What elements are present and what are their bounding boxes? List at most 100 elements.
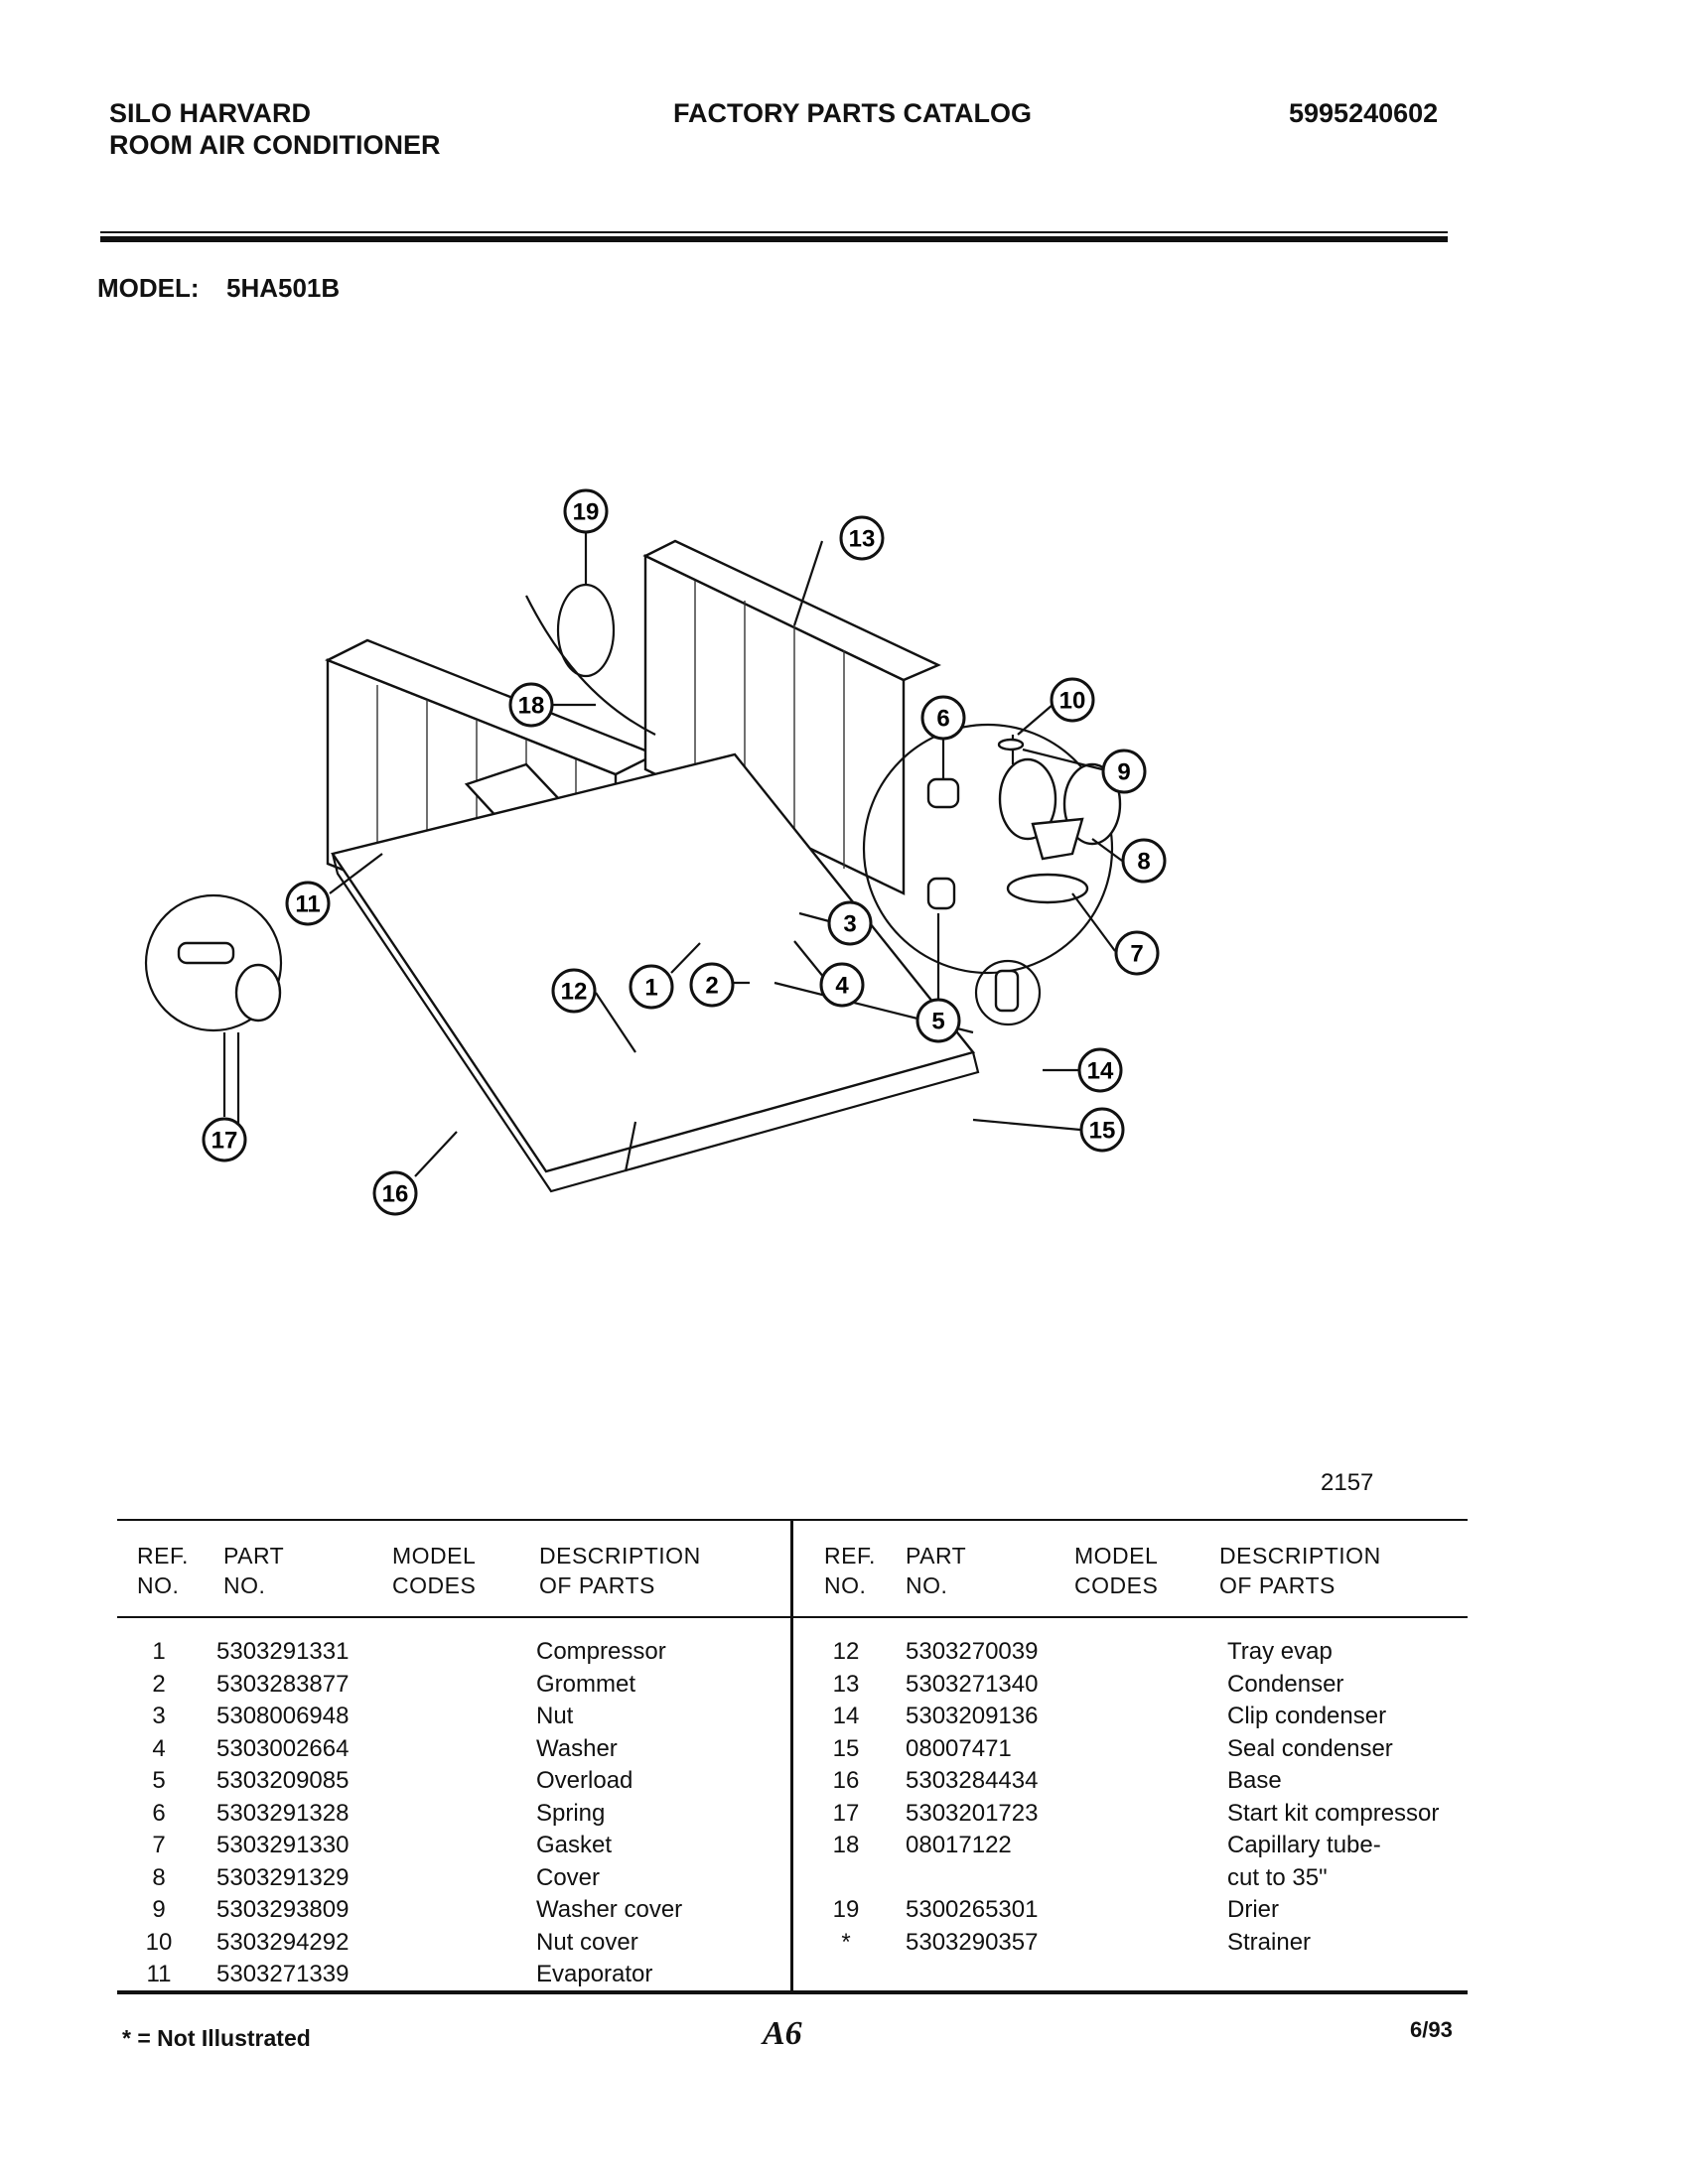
table-row-desc: Nut (536, 1703, 574, 1729)
table-row-desc: Tray evap (1227, 1638, 1333, 1665)
not-illustrated-note: * = Not Illustrated (122, 2025, 311, 2051)
callout-9: 9 (1022, 748, 1147, 794)
callout-12: 12 (551, 968, 636, 1053)
right-desc-column: Tray evap Condenser Clip condenser Seal … (1227, 1636, 1439, 1959)
callout-11: 11 (285, 853, 383, 926)
brand-line-1: SILO HARVARD (109, 98, 312, 128)
table-row-desc: Spring (536, 1799, 606, 1827)
callout-18: 18 (508, 682, 596, 728)
table-row-ref (826, 1862, 866, 1895)
callout-19: 19 (563, 488, 609, 586)
table-row-desc: Capillary tube- (1227, 1832, 1381, 1858)
table-row-part: 5303293809 (216, 1896, 350, 1923)
table-row-ref: 5 (152, 1767, 166, 1794)
right-part-column: 5303270039 5303271340 5303209136 0800747… (906, 1636, 1038, 1959)
table-row-ref: 15 (832, 1734, 860, 1762)
svg-text:15: 15 (1089, 1118, 1116, 1145)
table-row-desc: Gasket (536, 1832, 613, 1858)
svg-text:14: 14 (1087, 1058, 1114, 1085)
table-row-desc: Nut cover (536, 1928, 638, 1956)
svg-text:11: 11 (295, 891, 320, 918)
table-bottom-rule (117, 1990, 1468, 1994)
table-row-part (906, 1862, 1038, 1895)
table-row-ref: 7 (152, 1832, 166, 1858)
model-label: MODEL: (97, 273, 200, 303)
table-row-ref: 12 (832, 1638, 860, 1665)
svg-text:8: 8 (1137, 849, 1150, 876)
table-row-desc: cut to 35" (1227, 1863, 1328, 1891)
table-row-desc: Overload (536, 1767, 633, 1794)
callout-5: 5 (915, 913, 961, 1043)
clip-detail-circle (974, 959, 1042, 1026)
svg-text:13: 13 (849, 526, 876, 553)
table-row-ref: 2 (152, 1670, 166, 1698)
callout-15: 15 (972, 1107, 1125, 1153)
svg-text:7: 7 (1130, 941, 1143, 968)
svg-text:10: 10 (1059, 688, 1086, 715)
overload-detail-circle (862, 723, 1114, 975)
catalog-number: 5995240602 (1289, 98, 1439, 128)
table-row-desc: Strainer (1227, 1928, 1312, 1956)
table-row-desc: Condenser (1227, 1670, 1344, 1698)
table-row-part: 5303291331 (216, 1638, 350, 1665)
callout-10: 10 (1017, 677, 1095, 736)
table-row-ref: 14 (832, 1703, 860, 1729)
start-kit (177, 941, 282, 1023)
drawing-number: 2157 (1321, 1469, 1374, 1496)
table-row-ref: 10 (145, 1928, 173, 1956)
brand-line-2: ROOM AIR CONDITIONER (109, 130, 441, 160)
table-row-part: 08007471 (906, 1734, 1012, 1762)
page-number: A6 (763, 2015, 802, 2052)
table-row-desc: Washer (536, 1734, 618, 1762)
table-row-part: 5308006948 (216, 1703, 350, 1729)
header-ref-right: REF.NO. (824, 1543, 876, 1598)
table-row-part: 5303271339 (216, 1961, 350, 1987)
table-row-desc: Compressor (536, 1638, 666, 1665)
table-row-part: 5303291329 (216, 1863, 350, 1891)
table-row-part: 5300265301 (906, 1896, 1039, 1923)
table-row-ref: 6 (152, 1799, 166, 1827)
model-value: 5HA501B (226, 273, 341, 303)
svg-text:2: 2 (705, 973, 718, 1000)
svg-text:9: 9 (1117, 759, 1130, 786)
table-row-desc: Drier (1227, 1896, 1279, 1923)
clip-condenser (994, 969, 1020, 1013)
exploded-parts-diagram: 19 13 18 10 6 9 8 7 5 11 3 4 1 2 12 14 1… (144, 488, 1167, 1216)
table-row-part: 5303271340 (906, 1670, 1039, 1698)
svg-text:3: 3 (843, 911, 856, 938)
table-row-ref: 4 (152, 1734, 166, 1762)
svg-text:19: 19 (573, 499, 600, 526)
callout-16: 16 (372, 1131, 458, 1216)
callout-4: 4 (793, 940, 865, 1008)
svg-text:6: 6 (936, 706, 949, 733)
table-row-desc: Evaporator (536, 1961, 653, 1987)
table-column-divider (790, 1521, 793, 1992)
header-ref-left: REF.NO. (137, 1543, 189, 1598)
table-row-desc: Seal condenser (1227, 1734, 1393, 1762)
header-rule-thick (100, 236, 1448, 242)
table-row-part: 5303294292 (216, 1928, 350, 1956)
table-row-desc: Start kit compressor (1227, 1799, 1440, 1827)
overload-cover (926, 735, 1122, 910)
callout-17: 17 (202, 1032, 247, 1162)
condenser-coil (642, 539, 941, 895)
table-row-part: 08017122 (906, 1832, 1012, 1858)
svg-text:17: 17 (211, 1128, 238, 1155)
callout-13: 13 (792, 515, 885, 626)
table-row-ref: 8 (152, 1863, 166, 1891)
callout-7: 7 (1071, 892, 1160, 976)
callout-8: 8 (1091, 838, 1167, 884)
table-row-part: 5303284434 (906, 1767, 1039, 1794)
catalog-title: FACTORY PARTS CATALOG (673, 98, 1033, 128)
table-row-part: 5303002664 (216, 1734, 350, 1762)
table-row-desc: Cover (536, 1863, 601, 1891)
table-row-ref: 17 (832, 1799, 860, 1827)
left-part-column: 5303291331 5303283877 5308006948 5303002… (216, 1636, 349, 1991)
table-row-ref: 16 (832, 1767, 860, 1794)
table-row-part: 5303270039 (906, 1638, 1039, 1665)
svg-text:12: 12 (561, 979, 588, 1006)
